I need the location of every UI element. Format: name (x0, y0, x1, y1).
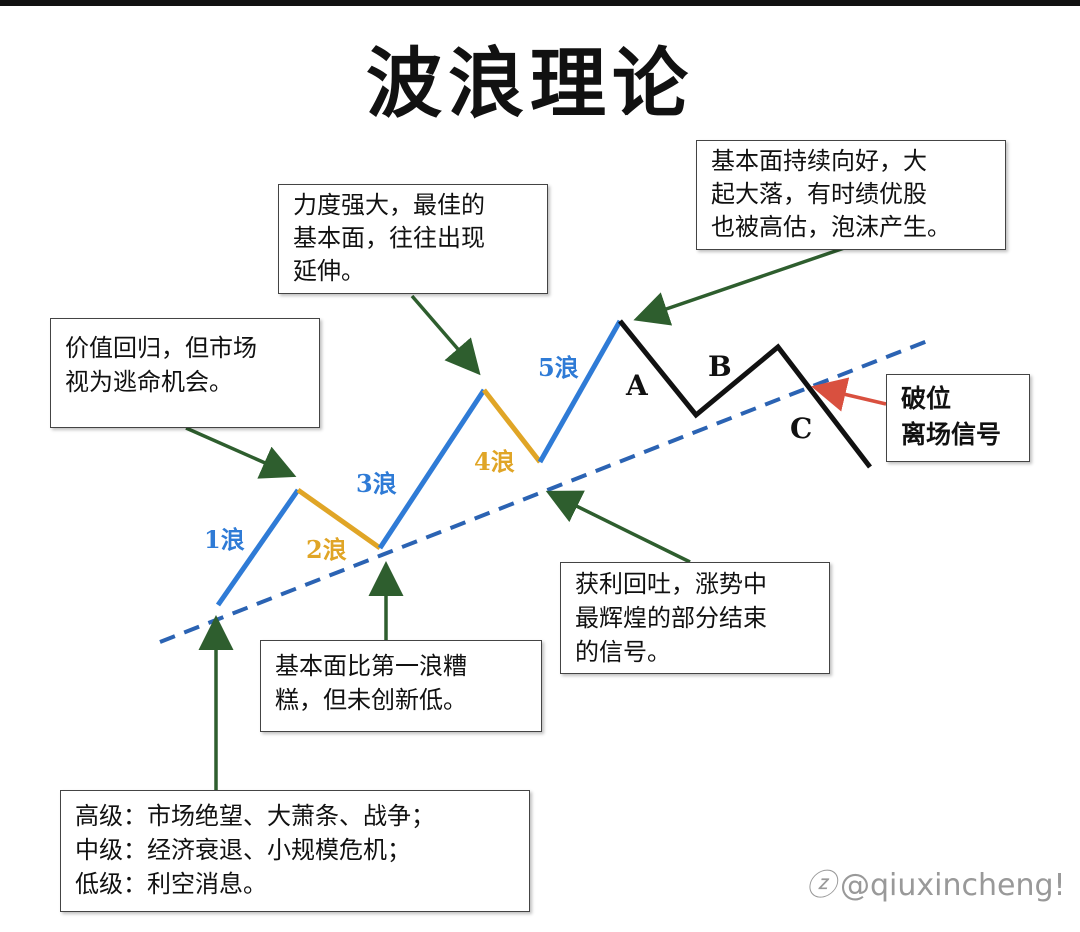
top-border (0, 0, 1080, 6)
arrow-wave4 (545, 490, 691, 564)
note-breakout: 破位 离场信号 (886, 374, 1030, 462)
arrow-wave3 (410, 294, 481, 376)
note-wave5-line-2: 起大落，有时绩优股 (711, 180, 927, 208)
arrow-breakout (811, 377, 887, 412)
wave-1-label: 1浪 (204, 525, 245, 554)
note-wave1-line-1: 价值回归，但市场 (65, 334, 257, 362)
note-wave5-line-1: 基本面持续向好，大 (711, 147, 927, 175)
note-breakout-line-2: 离场信号 (901, 420, 1002, 449)
note-wave4: 获利回吐，涨势中 最辉煌的部分结束 的信号。 (560, 562, 830, 674)
wave-3-label: 3浪 (356, 469, 397, 498)
note-wave3-line-2: 基本面，往往出现 (293, 224, 485, 252)
note-wave2-line-2: 糕，但未创新低。 (275, 686, 467, 714)
zhihu-logo-icon: ⓩ (806, 868, 836, 903)
wave-1-segment (215, 488, 301, 607)
wave-3-segment (377, 388, 487, 550)
wave-b-label: B (708, 350, 732, 383)
note-origin-line-2: 中级：经济衰退、小规模危机； (75, 836, 411, 864)
page-title: 波浪理论 (366, 39, 694, 128)
note-wave2: 基本面比第一浪糟 糕，但未创新低。 (260, 640, 542, 732)
arrow-wave5 (633, 242, 857, 326)
note-wave4-line-3: 的信号。 (575, 638, 671, 666)
note-origin: 高级：市场绝望、大萧条、战争； 中级：经济衰退、小规模危机； 低级：利空消息。 (60, 790, 530, 912)
note-wave4-line-2: 最辉煌的部分结束 (575, 604, 767, 632)
note-wave5: 基本面持续向好，大 起大落，有时绩优股 也被高估，泡沫产生。 (696, 140, 1006, 250)
note-origin-line-1: 高级：市场绝望、大萧条、战争； (75, 802, 435, 830)
wave-5-segment (537, 319, 623, 464)
note-wave4-line-1: 获利回吐，涨势中 (575, 570, 767, 598)
note-wave1: 价值回归，但市场 视为逃命机会。 (50, 318, 320, 428)
note-wave2-line-1: 基本面比第一浪糟 (275, 652, 467, 680)
watermark: ⓩ@qiuxincheng! (806, 860, 1066, 904)
trend-line (159, 338, 931, 644)
note-wave5-line-3: 也被高估，泡沫产生。 (711, 213, 951, 241)
wave-2-label: 2浪 (306, 535, 347, 564)
note-wave3: 力度强大，最佳的 基本面，往往出现 延伸。 (278, 184, 548, 294)
wave-2-segment (296, 487, 382, 551)
wave-4-segment (482, 388, 542, 464)
note-origin-line-3: 低级：利空消息。 (75, 870, 267, 898)
wave-4-label: 4浪 (474, 447, 515, 476)
arrow-wave1 (185, 426, 297, 479)
watermark-text: @qiuxincheng! (840, 868, 1066, 903)
note-breakout-line-1: 破位 (901, 384, 952, 413)
note-wave3-line-3: 延伸。 (293, 257, 365, 285)
wave-c-label: C (790, 412, 812, 445)
wave-a-label: A (625, 369, 649, 402)
note-wave3-line-1: 力度强大，最佳的 (293, 191, 485, 219)
note-wave1-line-2: 视为逃命机会。 (65, 368, 233, 396)
wave-5-label: 5浪 (538, 353, 579, 382)
